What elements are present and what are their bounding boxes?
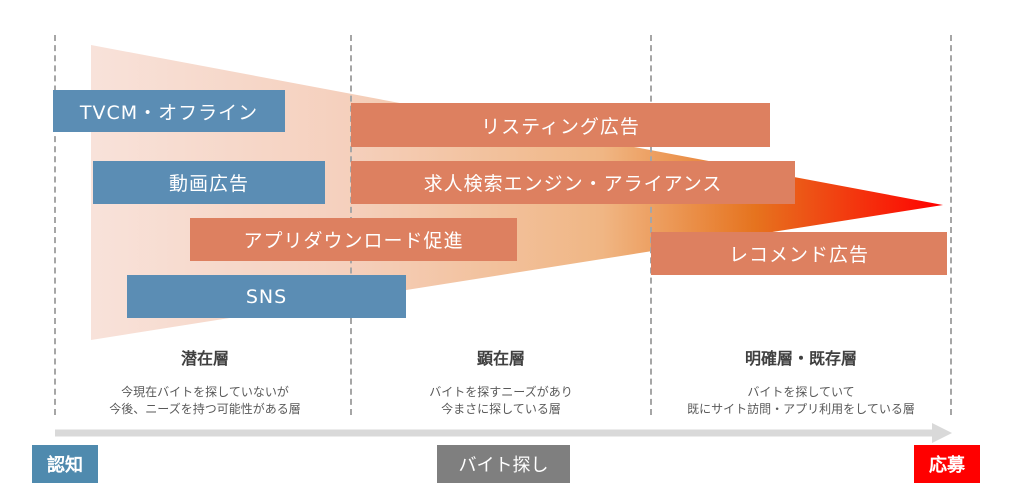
channel-listing-ads: リスティング広告 bbox=[351, 103, 770, 147]
divider bbox=[650, 35, 652, 415]
stage-job-search: バイト探し bbox=[437, 445, 570, 483]
channel-sns: SNS bbox=[127, 275, 406, 318]
desc-line: 今まさに探している層 bbox=[441, 402, 561, 416]
desc-line: 既にサイト訪問・アプリ利用をしている層 bbox=[687, 402, 915, 416]
stage-apply: 応募 bbox=[914, 445, 980, 483]
stage-awareness: 認知 bbox=[32, 445, 98, 483]
desc-line: バイトを探すニーズがあり bbox=[429, 385, 573, 399]
desc-line: バイトを探していて bbox=[747, 385, 855, 399]
channel-app-download: アプリダウンロード促進 bbox=[190, 218, 517, 261]
desc-line: 今後、ニーズを持つ可能性がある層 bbox=[109, 402, 301, 416]
desc-line: 今現在バイトを探していないが bbox=[121, 385, 289, 399]
layer-title-manifest: 顕在層 bbox=[476, 349, 525, 368]
layer-desc-manifest: バイトを探すニーズがあり今まさに探している層 bbox=[351, 384, 651, 418]
channel-recommend-ads: レコメンド広告 bbox=[651, 232, 947, 275]
layer-desc-clear: バイトを探していて既にサイト訪問・アプリ利用をしている層 bbox=[651, 384, 951, 418]
layer-desc-latent: 今現在バイトを探していないが今後、ニーズを持つ可能性がある層 bbox=[55, 384, 355, 418]
divider bbox=[950, 35, 952, 415]
channel-job-search-engine: 求人検索エンジン・アライアンス bbox=[351, 161, 795, 204]
layer-title-latent: 潜在層 bbox=[180, 349, 229, 368]
layer-title-clear: 明確層・既存層 bbox=[744, 349, 857, 368]
channel-tvcm: TVCM・オフライン bbox=[53, 90, 285, 132]
divider bbox=[54, 35, 56, 415]
channel-video-ads: 動画広告 bbox=[93, 161, 325, 204]
